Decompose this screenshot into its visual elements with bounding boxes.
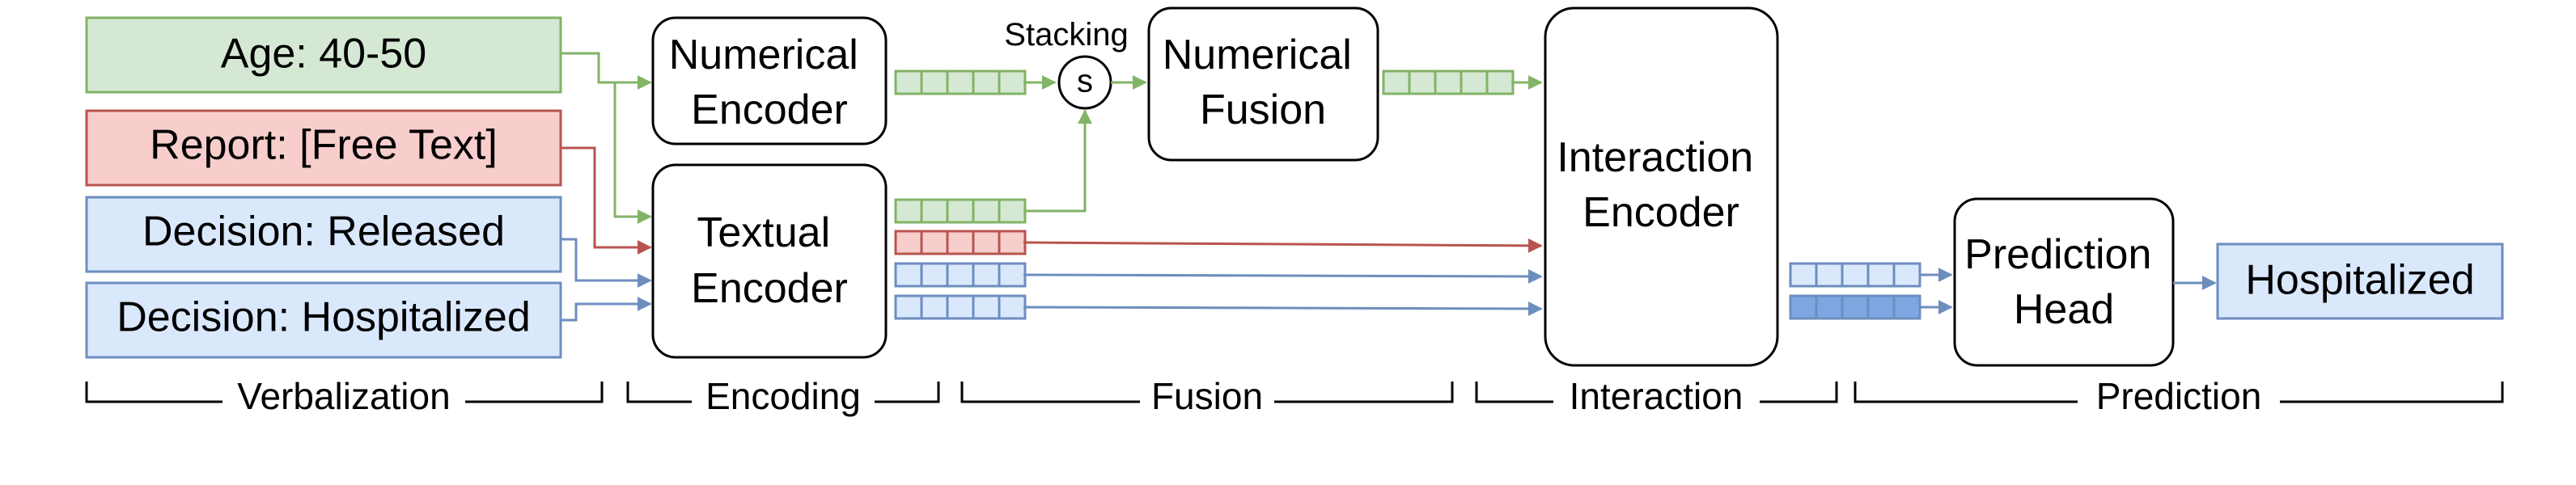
report-input-box (85, 109, 562, 187)
decision-released-box (85, 196, 562, 273)
released-to-interaction-arrow (1023, 268, 1543, 284)
report-to-textual-arrow (561, 146, 652, 255)
prediction-head-label: Prediction Head (1964, 231, 2163, 333)
vector-cell (920, 198, 949, 224)
vector-cell (894, 262, 923, 288)
output-label: Hospitalized (2245, 257, 2474, 304)
vector-cell (894, 230, 923, 255)
vector-cell (1841, 294, 1870, 320)
textual-report-embedding-vector (894, 230, 1027, 255)
numerical-encoder-box (651, 16, 888, 146)
vector-cell (946, 294, 975, 320)
hospitalized-to-textual-arrow (561, 297, 652, 322)
output-box (2216, 242, 2504, 320)
age-to-numerical-arrow (561, 52, 652, 90)
interaction-encoder-label: Interaction Encoder (1557, 134, 1765, 236)
vector-cell (1866, 294, 1896, 320)
vector-cell (972, 230, 1001, 255)
vector-cell (946, 198, 975, 224)
hospitalized-to-interaction-arrow (1023, 301, 1543, 316)
age-input-label: Age: 40-50 (221, 31, 426, 78)
numerical-embedding-vector (894, 70, 1027, 95)
decision-hospitalized-label: Decision: Hospitalized (117, 294, 531, 341)
vector-cell (1815, 294, 1844, 320)
vector-cell (998, 230, 1027, 255)
vector-cell (1789, 294, 1818, 320)
numerical-encoder-label: Numerical Encoder (669, 32, 871, 133)
released-to-textual-arrow (561, 238, 652, 288)
vector-cell (946, 230, 975, 255)
interaction-hospitalized-vector (1789, 294, 1921, 320)
interaction-released-vector (1789, 262, 1921, 288)
stage-prediction-label: Prediction (2096, 375, 2262, 417)
vector-cell (998, 294, 1027, 320)
vector-cell (1485, 70, 1515, 95)
stage-verbalization-label: Verbalization (237, 375, 450, 417)
vector-cell (972, 262, 1001, 288)
numerical-fusion-box (1147, 6, 1379, 162)
vector-cell (998, 262, 1027, 288)
decision-released-label: Decision: Released (142, 209, 505, 255)
vector-cell (1789, 262, 1818, 288)
textual-age-to-stacking-arrow (1023, 109, 1092, 213)
fusion-embedding-vector (1382, 70, 1515, 95)
vector-cell (998, 198, 1027, 224)
vector-cell (998, 70, 1027, 95)
vector-cell (894, 198, 923, 224)
report-to-interaction-arrow (1023, 238, 1543, 253)
age-to-textual-arrow (599, 81, 652, 224)
vector-cell (920, 230, 949, 255)
stacking-label: Stacking (1004, 17, 1128, 53)
vector-cell (1434, 70, 1463, 95)
vector-cell (920, 294, 949, 320)
vector-cell (920, 70, 949, 95)
vector-cell (894, 70, 923, 95)
stage-fusion-label: Fusion (1151, 375, 1263, 417)
vector-cell (972, 70, 1001, 95)
report-input-label: Report: [Free Text] (150, 122, 498, 169)
textual-encoder-label: Textual Encoder (691, 209, 848, 312)
vector-cell (1815, 262, 1844, 288)
vector-cell (1841, 262, 1870, 288)
stage-interaction: Interaction (1475, 375, 1838, 420)
vector-cell (1460, 70, 1489, 95)
textual-age-embedding-vector (894, 198, 1027, 224)
age-input-box (85, 16, 562, 94)
vector-cell (972, 294, 1001, 320)
textual-hospitalized-embedding-vector (894, 294, 1027, 320)
vector-cell (972, 198, 1001, 224)
vector-cell (1866, 262, 1896, 288)
vector-cell (1892, 262, 1921, 288)
textual-released-embedding-vector (894, 262, 1027, 288)
vector-cell (946, 70, 975, 95)
interaction-encoder-box (1544, 6, 1779, 367)
stage-verbalization: Verbalization (85, 375, 604, 420)
vector-cell (1408, 70, 1437, 95)
stage-encoding: Encoding (626, 375, 940, 420)
stage-prediction: Prediction (1854, 375, 2504, 420)
vector-cell (946, 262, 975, 288)
vector-cell (894, 294, 923, 320)
textual-encoder-box (651, 163, 888, 359)
stage-interaction-label: Interaction (1570, 375, 1743, 417)
numerical-fusion-label: Numerical Fusion (1163, 32, 1364, 133)
prediction-head-box (1953, 197, 2175, 367)
stage-fusion: Fusion (960, 375, 1454, 420)
vector-cell (920, 262, 949, 288)
stage-encoding-label: Encoding (705, 375, 861, 417)
stacking-symbol: s (1077, 64, 1093, 99)
vector-cell (1382, 70, 1411, 95)
vector-cell (1892, 294, 1921, 320)
